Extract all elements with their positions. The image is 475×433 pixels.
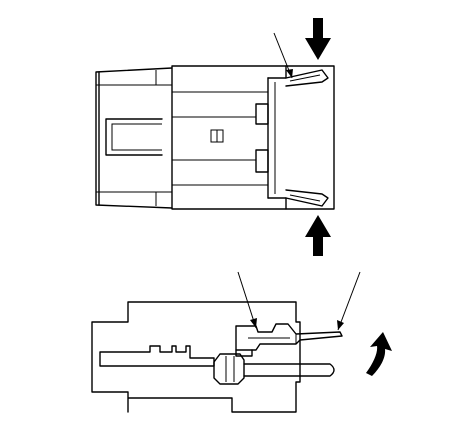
upper-lock-tab <box>285 69 329 87</box>
up-arrow-icon <box>305 215 331 256</box>
rear-latch-slot <box>105 118 163 156</box>
wire <box>243 363 335 377</box>
lower-lock-tab <box>285 189 329 207</box>
main-body <box>171 65 335 210</box>
leader-line-left <box>237 271 257 329</box>
down-arrow-icon <box>305 18 331 60</box>
lock-lever <box>235 323 343 351</box>
curved-up-arrow-icon <box>366 332 392 376</box>
side-housing <box>91 301 301 413</box>
rear-housing <box>95 67 173 209</box>
terminal <box>99 345 215 367</box>
crimp-barrel <box>213 353 245 385</box>
leader-line-right <box>337 271 361 331</box>
connector-top-view <box>95 18 335 256</box>
connector-side-view <box>91 271 392 413</box>
